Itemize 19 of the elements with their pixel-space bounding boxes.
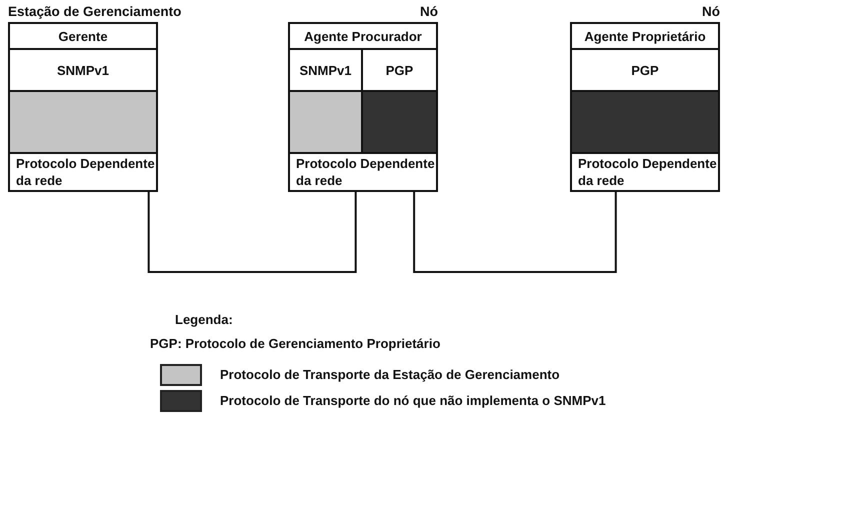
connector-line	[413, 192, 617, 273]
transport-layer-block	[290, 92, 363, 154]
stack-heading: Nó	[702, 4, 720, 19]
stack-heading: Estação de Gerenciamento	[8, 4, 182, 19]
connector-line	[148, 192, 357, 273]
legend-text: Protocolo de Transporte da Estação de Gerenciamento	[220, 367, 560, 382]
transport-layer-block	[572, 92, 718, 154]
stack-heading: Nó	[420, 4, 438, 19]
protocol-layer: Protocolo Dependente da rede	[10, 154, 156, 190]
protocol-layer: Protocolo Dependente da rede	[572, 154, 718, 190]
legend-note: PGP: Protocolo de Gerenciamento Proprietário	[150, 336, 440, 351]
transport-layer-block	[363, 92, 436, 154]
transport-layer-block	[10, 92, 156, 154]
protocol-layer: Protocolo Dependente da rede	[290, 154, 436, 190]
legend-title: Legenda:	[175, 312, 233, 327]
protocol-layer: Gerente	[10, 24, 156, 50]
protocol-layer: Agente Proprietário	[572, 24, 718, 50]
legend-text: Protocolo de Transporte do nó que não implementa o SNMPv1	[220, 393, 606, 408]
protocol-layer: Agente Procurador	[290, 24, 436, 50]
